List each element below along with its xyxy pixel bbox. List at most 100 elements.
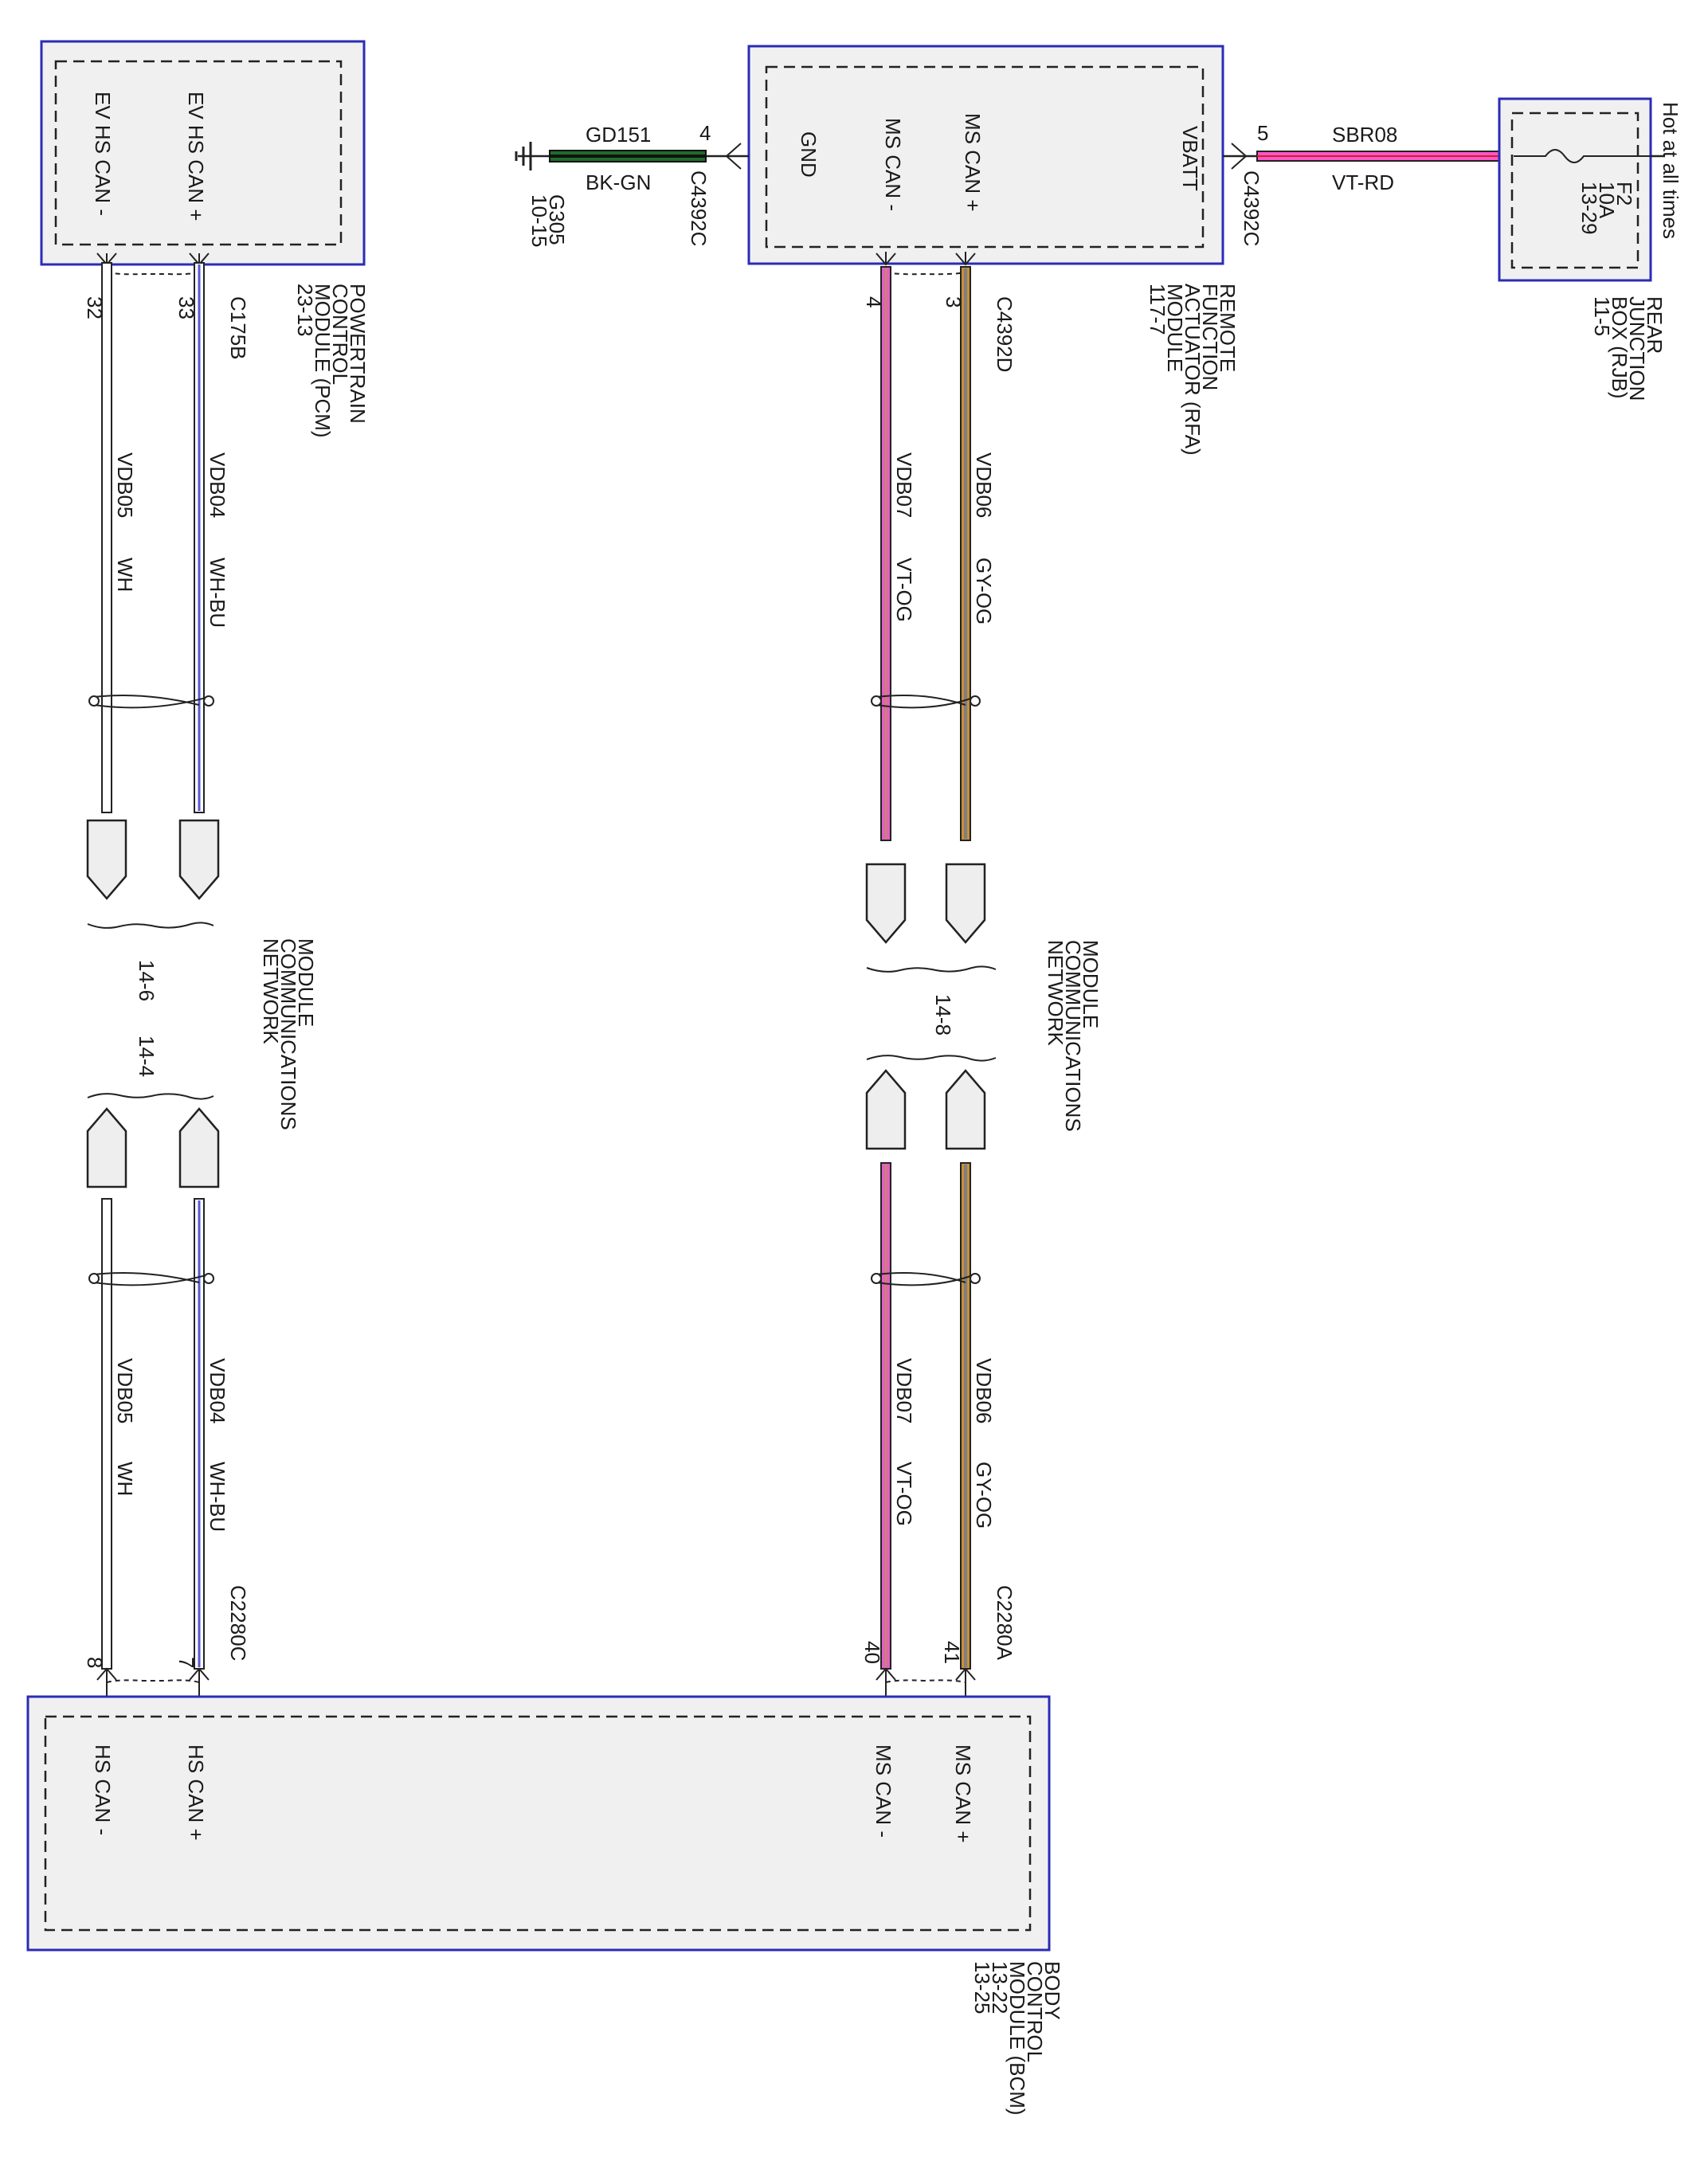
svg-text:FUNCTION: FUNCTION	[1198, 284, 1222, 390]
rjb-module[interactable]: F2 10A 13-29 Hot at all times REAR JUNCT…	[1498, 97, 1683, 401]
left-network-label: MODULE COMMUNICATIONS NETWORK	[259, 938, 318, 1130]
bcm-pin-41-label: 41	[940, 1641, 964, 1664]
right-top-brace	[866, 965, 997, 973]
rjb-module-inner	[1510, 112, 1639, 269]
svg-text:COMMUNICATIONS: COMMUNICATIONS	[1061, 940, 1085, 1132]
rfa-pin-4-label: 4	[862, 296, 886, 307]
bcm-right-shield-curve	[885, 1679, 966, 1683]
bcm-connector-left-label: C2280C	[226, 1585, 250, 1661]
bcm-pin-7-arrow	[189, 1667, 210, 1697]
ground-circuit-label: GD151	[586, 123, 651, 147]
power-circuit: SBR08 VT-RD 5 C4392C	[1223, 121, 1514, 246]
power-connector-label: C4392C	[1240, 170, 1263, 246]
wire-vdb07-bottom-circuit: VDB07	[892, 1358, 916, 1423]
bcm-module[interactable]: HS CAN - HS CAN + MS CAN - MS CAN + BODY…	[26, 1695, 1064, 2116]
rfa-module[interactable]: GND MS CAN - MS CAN + VBATT REMOTE FUNCT…	[747, 45, 1240, 456]
wire-vdb06-top-circuit: VDB06	[972, 452, 996, 518]
svg-text:MODULE: MODULE	[1079, 940, 1103, 1028]
wire-vdb07-bottom-color: VT-OG	[892, 1462, 916, 1526]
pcm-module[interactable]: EV HS CAN + EV HS CAN - POWERTRAIN CONTR…	[40, 40, 370, 438]
rjb-module-box	[1498, 97, 1652, 282]
pcm-name-label: POWERTRAIN CONTROL MODULE (PCM) 23-13	[293, 284, 370, 438]
right-bottom-brace	[866, 1055, 997, 1062]
left-top-twist	[93, 695, 210, 709]
svg-text:F2: F2	[1612, 182, 1636, 206]
ground-connector-label: C4392C	[687, 170, 711, 246]
wire-vdb07-top-circuit: VDB07	[892, 452, 916, 518]
bcm-module-box	[26, 1695, 1051, 1952]
rfa-pin-label-gnd: GND	[797, 131, 821, 178]
svg-text:MODULE (BCM): MODULE (BCM)	[1005, 1961, 1029, 2116]
left-top-inline-connector-vdb05	[86, 819, 127, 900]
rfa-bottom-connector-label: C4392D	[993, 296, 1017, 372]
bcm-pin-label-ms-can-minus: MS CAN -	[872, 1744, 895, 1838]
power-circuit-label: SBR08	[1332, 123, 1397, 147]
rfa-pin-label-ms-can-minus: MS CAN -	[881, 118, 905, 211]
ground-circuit: GD151 BK-GN 4 C4392C G305 10-15	[515, 121, 749, 248]
pcm-pin-label-can-plus: EV HS CAN +	[184, 92, 208, 221]
right-wires-top: VDB07 VT-OG VDB06 GY-OG	[865, 266, 997, 973]
rfa-shield-curve	[885, 272, 966, 276]
left-page-ref-top: 14-6	[135, 960, 159, 1001]
bcm-pin-8-arrow	[96, 1667, 117, 1697]
ground-color-label: BK-GN	[586, 170, 651, 194]
right-top-twist	[876, 694, 976, 709]
bcm-name-label: BODY CONTROL MODULE (BCM) 13-22 13-25	[970, 1961, 1064, 2116]
wire-vdb04-bottom-color: WH-BU	[206, 1462, 229, 1532]
wire-vdb06-bottom-circuit: VDB06	[972, 1358, 996, 1423]
ground-page-label: 10-15	[527, 194, 551, 248]
pcm-connector-label: C175B	[226, 296, 250, 360]
svg-text:REAR: REAR	[1643, 296, 1667, 354]
wire-vdb05-top	[101, 262, 112, 813]
rfa-module-box	[747, 45, 1224, 265]
left-page-ref-bottom: 14-4	[135, 1036, 159, 1077]
left-top-inline-connector-vdb04	[178, 819, 220, 900]
svg-text:CONTROL: CONTROL	[1023, 1961, 1047, 2062]
pcm-module-box	[40, 40, 366, 266]
bcm-pin-8-label: 8	[83, 1657, 107, 1668]
bcm-pin-40-arrow	[876, 1667, 896, 1697]
svg-text:MODULE: MODULE	[294, 938, 318, 1027]
ground-ref-label: G305	[545, 194, 569, 245]
svg-text:CONTROL: CONTROL	[328, 284, 352, 385]
svg-text:10A: 10A	[1595, 182, 1619, 219]
wire-vdb05-top-color: WH	[113, 558, 137, 592]
rfa-pin-3-label: 3	[942, 296, 966, 307]
svg-text:13-25: 13-25	[970, 1961, 994, 2014]
svg-text:BOX (RJB): BOX (RJB)	[1608, 296, 1632, 399]
svg-text:NETWORK: NETWORK	[1044, 940, 1068, 1047]
rfa-pin-3-arrow	[955, 252, 976, 266]
pcm-module-inner	[54, 60, 343, 246]
rfa-pin-4-arrow	[876, 252, 896, 266]
svg-text:MODULE (PCM): MODULE (PCM)	[311, 284, 335, 438]
power-pin-label: 5	[1257, 121, 1268, 145]
left-bottom-twist	[93, 1272, 210, 1286]
svg-text:23-13: 23-13	[293, 284, 317, 337]
svg-text:13-29: 13-29	[1577, 182, 1601, 235]
rjb-hot-label: Hot at all times	[1659, 102, 1683, 239]
right-page-ref: 14-8	[931, 994, 955, 1036]
svg-text:11-5: 11-5	[1590, 296, 1614, 336]
right-top-inline-connector-vdb07	[865, 863, 907, 944]
ground-connector-arrow	[725, 143, 742, 170]
wire-vdb06-bottom-color: GY-OG	[972, 1462, 996, 1529]
power-color-label: VT-RD	[1332, 170, 1394, 194]
wire-vdb05-bottom-color: WH	[113, 1462, 137, 1496]
wire-vdb05-top-circuit: VDB05	[113, 452, 137, 518]
pcm-shield-curve	[106, 272, 200, 276]
wire-vdb04-top-color: WH-BU	[206, 558, 229, 628]
bcm-left-shield-curve	[106, 1679, 200, 1683]
right-bottom-twist	[876, 1271, 976, 1286]
rfa-pin-label-vbatt: VBATT	[1178, 126, 1202, 191]
rfa-name-label: REMOTE FUNCTION ACTUATOR (RFA) MODULE 11…	[1146, 284, 1240, 456]
left-bottom-inline-connector-vdb04	[178, 1107, 220, 1188]
bcm-pin-41-arrow	[955, 1667, 976, 1697]
svg-text:BODY: BODY	[1040, 1961, 1064, 2020]
bcm-pin-label-ms-can-plus: MS CAN +	[951, 1744, 975, 1843]
bcm-pin-40-label: 40	[860, 1641, 884, 1664]
svg-text:REMOTE: REMOTE	[1216, 284, 1240, 372]
bcm-connector-right-label: C2280A	[993, 1585, 1017, 1661]
right-wires-bottom: VDB07 VT-OG VDB06 GY-OG C2280A 40 41	[860, 1055, 1017, 1697]
bcm-pin-7-label: 7	[174, 1657, 198, 1668]
